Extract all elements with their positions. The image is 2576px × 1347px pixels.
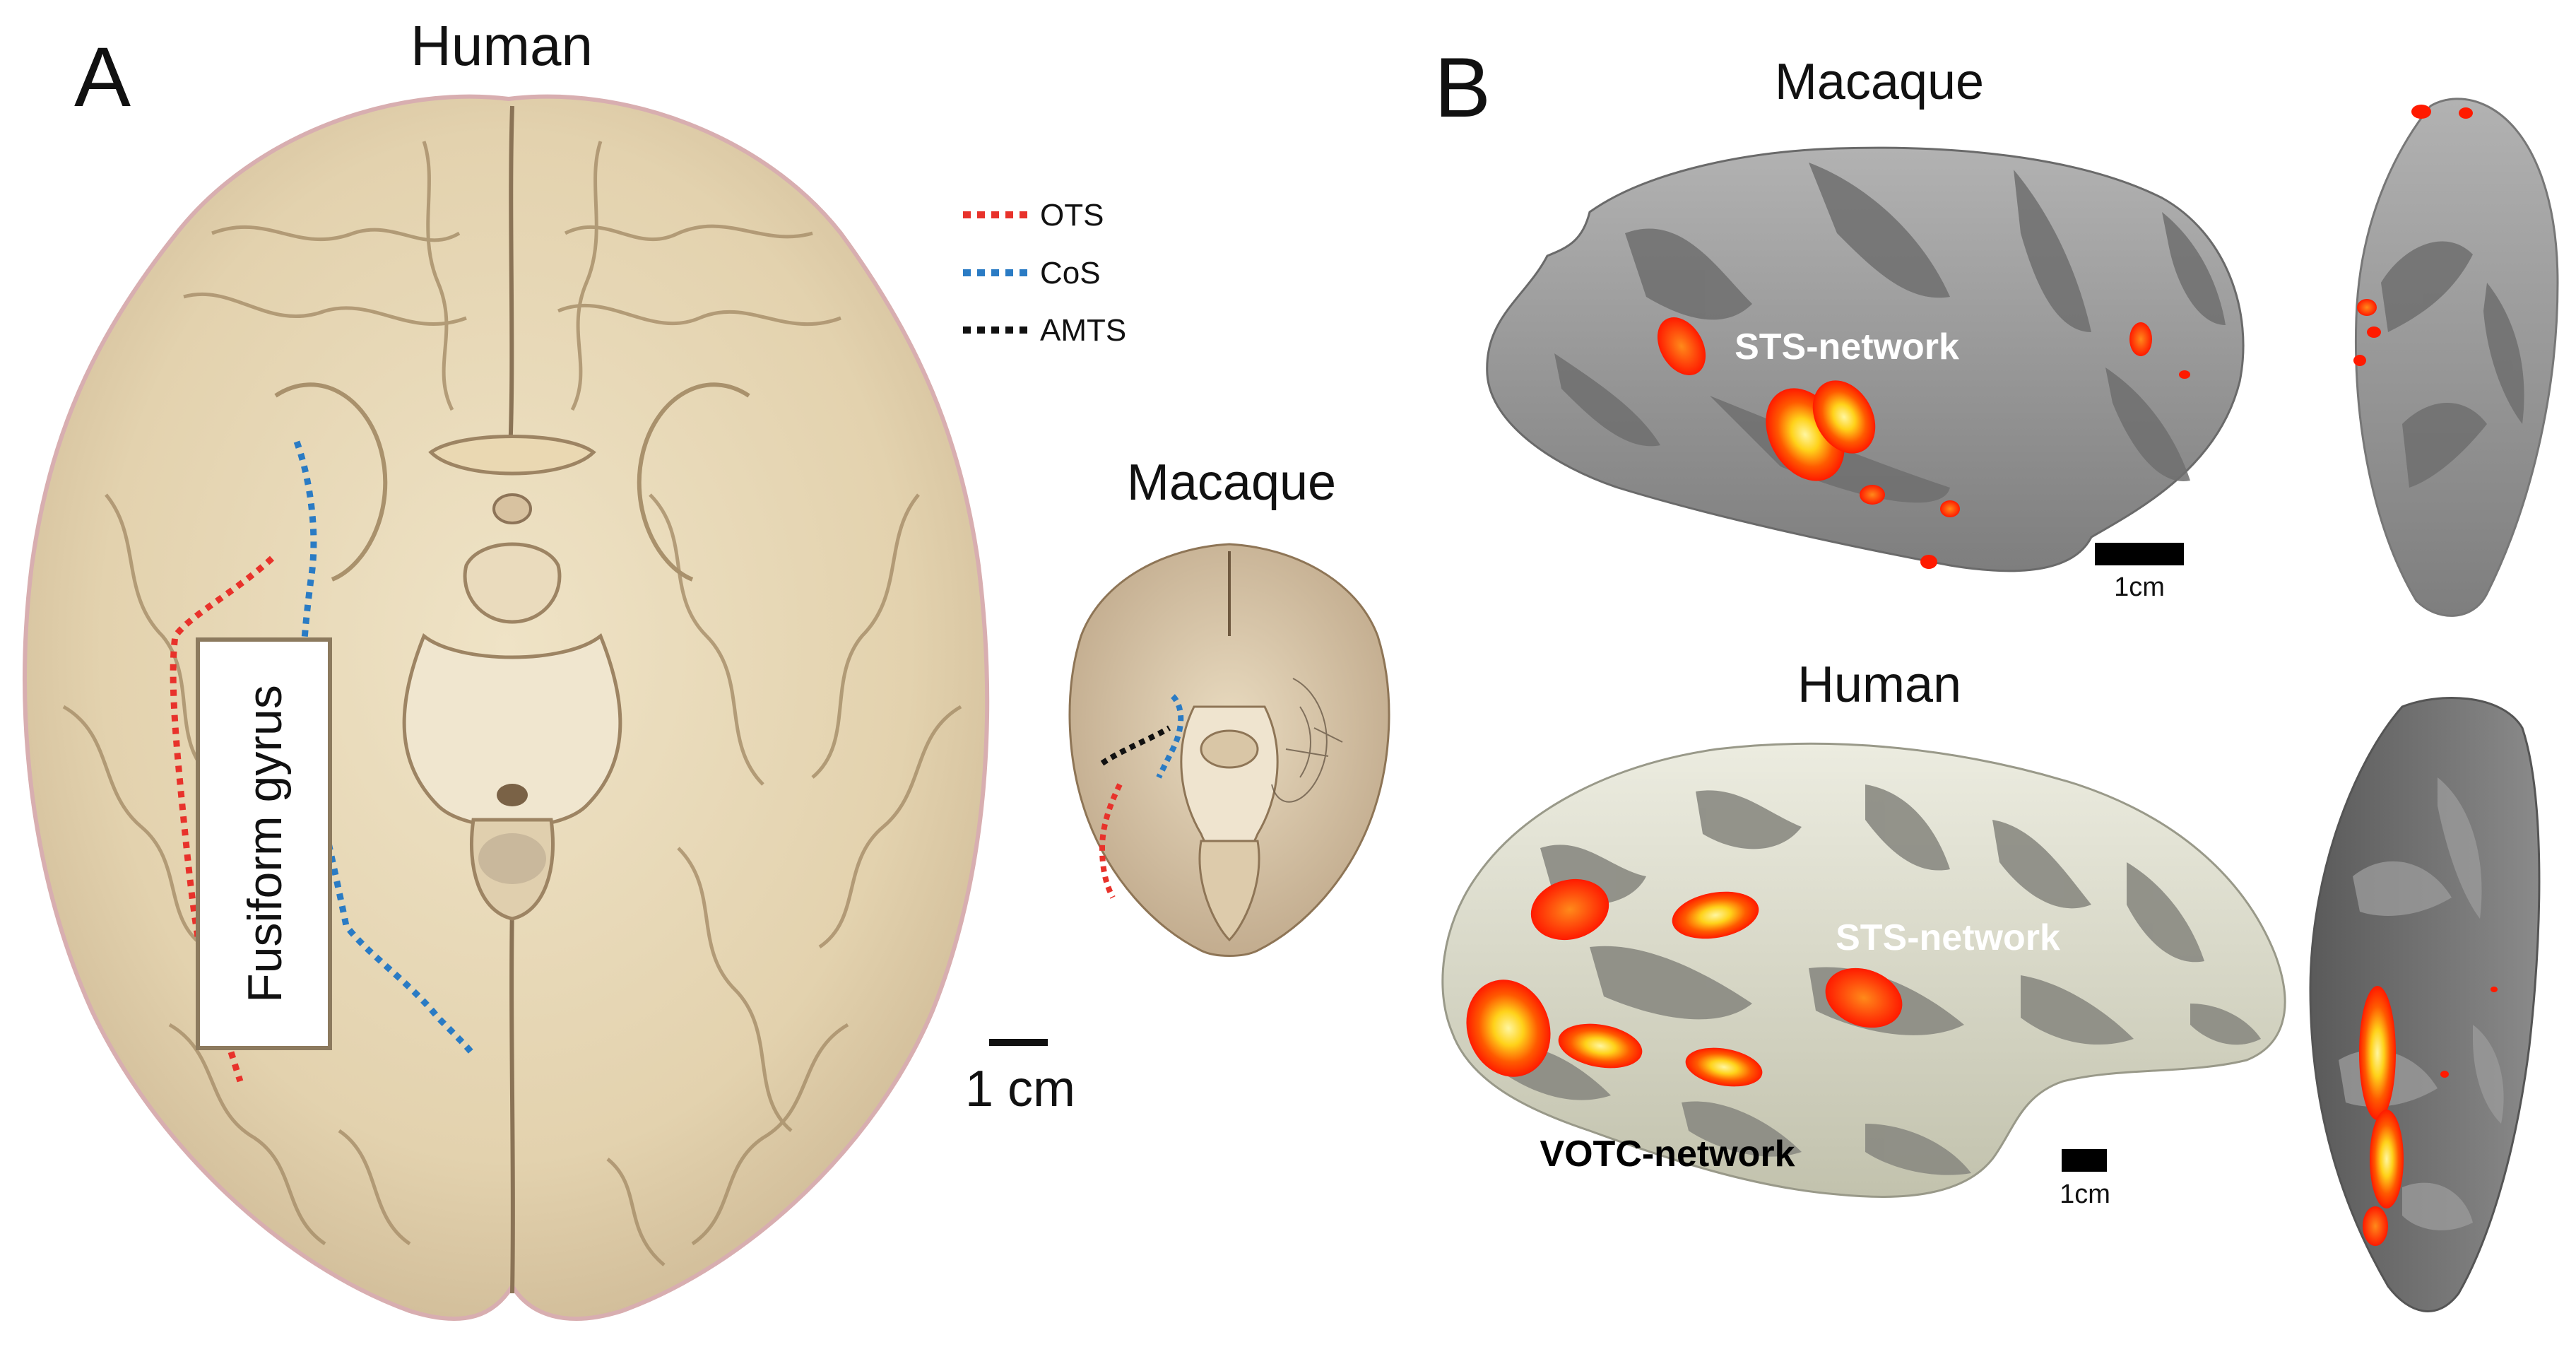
macaque-brain-title: Macaque <box>1127 454 1336 511</box>
human-votc-network-label: VOTC-network <box>1540 1134 1795 1175</box>
human-brain-title: Human <box>410 14 593 77</box>
panel-b-letter: B <box>1434 40 1491 135</box>
macaque-scale-label: 1cm <box>2114 572 2165 602</box>
cos-sulcus-line <box>293 440 475 1055</box>
human-ventral-inflated <box>2309 697 2541 1312</box>
macaque-ventral-brain <box>1068 543 1390 957</box>
macaque-cos-line <box>1156 694 1184 779</box>
legend-cos-label: CoS <box>1040 256 1101 290</box>
human-ventral-brain: Fusiform gyrus <box>23 94 990 1321</box>
legend-amts-label: AMTS <box>1040 313 1126 348</box>
sulcus-legend: OTS CoS AMTS <box>963 198 1126 348</box>
macaque-ventral-inflated <box>2353 98 2559 617</box>
macaque-amts-line <box>1100 725 1171 766</box>
fusiform-gyrus-label: Fusiform gyrus <box>238 685 292 1003</box>
macaque-sts-network-label: STS-network <box>1735 327 1959 367</box>
human-sts-network-label: STS-network <box>1836 917 2060 958</box>
macaque-ots-line <box>1099 783 1123 899</box>
legend-ots-label: OTS <box>1040 198 1104 233</box>
human-inflated-title: Human <box>1797 657 1961 713</box>
panel-a-scale-label: 1 cm <box>965 1061 1075 1117</box>
human-scale-bar <box>2062 1149 2107 1172</box>
macaque-inflated-brain: STS-network <box>1486 146 2245 572</box>
panel-a-letter: A <box>74 30 131 124</box>
human-scale-label: 1cm <box>2060 1180 2110 1209</box>
macaque-inflated-title: Macaque <box>1775 54 1984 110</box>
macaque-scale-bar <box>2095 543 2184 565</box>
fusiform-gyrus-box <box>196 637 332 1050</box>
human-inflated-brain: STS-network VOTC-network <box>1441 742 2286 1198</box>
